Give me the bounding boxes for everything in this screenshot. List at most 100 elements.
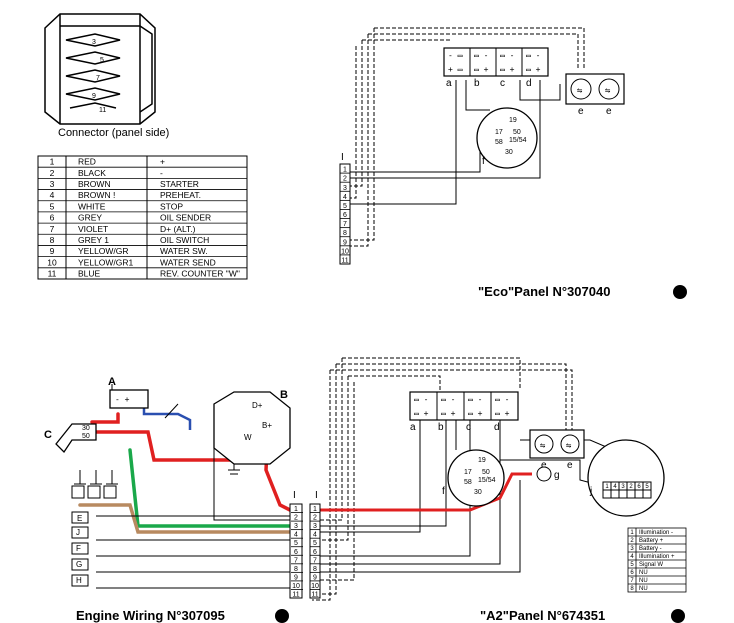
terminal-number: 8: [343, 230, 347, 237]
legend-label: Illumination +: [639, 554, 675, 560]
a2-red-wire: [312, 472, 532, 512]
component-a-label: A: [108, 376, 116, 388]
legend-label: NU: [639, 578, 648, 584]
brown-wire: [78, 503, 292, 534]
eco-switch-letter: f: [482, 156, 485, 167]
table-cell-wire: BROWN: [78, 179, 111, 189]
terminal-number: 2: [294, 515, 298, 522]
terminal-number: 10: [341, 248, 349, 255]
terminal-number: 7: [294, 557, 298, 564]
gauge-letter: b: [474, 78, 480, 89]
terminal-number: 4: [294, 532, 298, 539]
gauge-letter: d: [526, 78, 532, 89]
table-cell-function: STOP: [160, 201, 183, 211]
svg-text:⇋: ⇋: [577, 86, 583, 96]
table-cell-number: 10: [47, 257, 57, 267]
terminal-number: 4: [343, 194, 347, 201]
sensor-box: [71, 574, 89, 587]
sensor-label: H: [76, 576, 82, 585]
sensor-box: [71, 558, 89, 571]
tacho-pin-label: 6: [637, 484, 641, 490]
switch-pin-label: 17: [464, 469, 472, 476]
a2-terminal-label: I: [315, 490, 318, 501]
table-cell-function: OIL SENDER: [160, 213, 211, 223]
blue-wire: [142, 406, 192, 430]
connector-caption: Connector (panel side): [58, 127, 169, 139]
table-cell-function: WATER SW.: [160, 246, 208, 256]
svg-text:▭ -: ▭ -: [474, 51, 488, 60]
svg-text:9: 9: [92, 93, 96, 100]
eco-panel-title: "Eco"Panel N°307040: [478, 284, 610, 299]
svg-text:11: 11: [99, 107, 106, 114]
alternator-pin-label: D+: [252, 401, 263, 410]
table-cell-number: 6: [50, 213, 55, 223]
gauge-letter: c: [466, 422, 471, 433]
sensor-label: E: [77, 514, 82, 523]
legend-label: Signal W: [639, 562, 663, 568]
socket-letter: e: [578, 106, 584, 117]
socket-letter: e: [541, 460, 547, 471]
alternator-pin-label: B+: [262, 421, 272, 430]
terminal-number: 10: [311, 583, 319, 590]
switch-pin-label: 50: [513, 129, 521, 136]
sensor-box: [71, 526, 89, 539]
terminal-number: 11: [292, 592, 299, 599]
terminal-number: 9: [343, 239, 347, 246]
gauge-letter: b: [438, 422, 444, 433]
svg-text:⇋: ⇋: [605, 86, 611, 96]
table-cell-number: 9: [50, 246, 55, 256]
table-cell-wire: YELLOW/GR: [78, 246, 129, 256]
table-cell-number: 11: [48, 269, 57, 279]
svg-text:▭ -: ▭ -: [468, 395, 482, 404]
legend-label: Battery -: [639, 546, 662, 552]
a2-tacho-letter: j: [589, 486, 592, 497]
table-cell-function: -: [160, 168, 163, 178]
engine-wiring-title: Engine Wiring N°307095: [76, 608, 225, 623]
table-cell-function: D+ (ALT.): [160, 224, 196, 234]
tacho-pin-label: 2: [629, 484, 633, 490]
svg-text:▭ -: ▭ -: [500, 51, 514, 60]
terminal-number: 6: [343, 212, 347, 219]
socket-letter: e: [606, 106, 612, 117]
sensor-box: [71, 511, 89, 524]
a2-panel-badge-number: 18: [674, 613, 683, 622]
table-cell-function: +: [160, 157, 165, 167]
switch-pin-label: 19: [509, 117, 517, 124]
switch-pin-label: 15/54: [509, 137, 527, 144]
legend-number: 1: [630, 530, 634, 536]
gauge-letter: a: [446, 78, 452, 89]
connector-illustration: [44, 13, 156, 125]
a2-panel-title: "A2"Panel N°674351: [480, 608, 605, 623]
legend-number: 8: [630, 586, 634, 592]
switch-pin-label: 50: [482, 469, 490, 476]
eco-panel-badge-number: 17: [676, 289, 685, 298]
table-cell-number: 8: [50, 235, 55, 245]
svg-text:▭ +: ▭ +: [414, 409, 429, 418]
terminal-number: 4: [313, 532, 317, 539]
terminal-number: 3: [343, 185, 347, 192]
alternator-pin-label: W: [244, 433, 252, 442]
legend-number: 6: [630, 570, 634, 576]
terminal-number: 2: [313, 515, 317, 522]
gauge-letter: c: [500, 78, 505, 89]
svg-text:▭ -: ▭ -: [495, 395, 509, 404]
table-cell-wire: GREY 1: [78, 235, 109, 245]
terminal-number: 6: [313, 549, 317, 556]
table-cell-number: 5: [50, 201, 55, 211]
eco-panel-badge: [673, 285, 687, 299]
switch-pin-label: 15/54: [478, 477, 496, 484]
terminal-number: 7: [343, 221, 347, 228]
svg-text:▭ +: ▭ +: [441, 409, 456, 418]
tacho-pin-label: 4: [613, 484, 617, 490]
component-b-label: B: [280, 389, 288, 401]
table-cell-function: WATER SEND: [160, 257, 216, 267]
svg-text:▭ +: ▭ +: [500, 65, 515, 74]
table-cell-function: OIL SWITCH: [160, 235, 209, 245]
table-cell-function: PREHEAT.: [160, 190, 201, 200]
tacho-pin-label: 1: [605, 484, 609, 490]
